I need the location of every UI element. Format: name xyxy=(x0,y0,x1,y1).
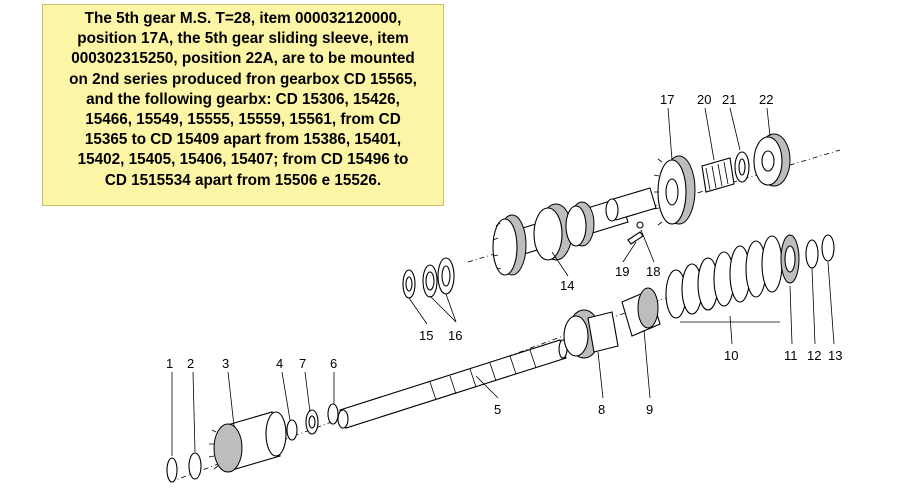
note-line: CD 1515534 apart from 15506 e 15526. xyxy=(104,171,382,189)
callout-9: 9 xyxy=(646,402,653,417)
callout-12: 12 xyxy=(807,348,821,363)
callout-6: 6 xyxy=(330,356,337,371)
note-line: 15402, 15405, 15406, 15407; from CD 1549… xyxy=(77,151,409,169)
note-line: on 2nd series produced fron gearbox CD 1… xyxy=(69,70,417,88)
callout-21: 21 xyxy=(722,92,736,107)
callout-8: 8 xyxy=(598,402,605,417)
callout-11: 11 xyxy=(784,348,798,363)
callout-10: 10 xyxy=(724,348,738,363)
callout-19: 19 xyxy=(615,264,629,279)
note-line: 000302315250, position 22A, are to be mo… xyxy=(71,50,415,68)
callout-7: 7 xyxy=(299,356,306,371)
callout-18: 18 xyxy=(646,264,660,279)
callout-numbers: 1 2 3 4 7 6 5 8 9 10 11 12 13 14 15 16 1… xyxy=(166,92,842,417)
note-line: The 5th gear M.S. T=28, item 00003212000… xyxy=(84,10,402,27)
needle-bearing-20 xyxy=(701,157,735,193)
callout-22: 22 xyxy=(759,92,773,107)
note-line: 15365 to CD 15409 apart from 15386, 1540… xyxy=(84,131,402,149)
note-line: 15466, 15549, 15555, 15559, 15561, from … xyxy=(85,111,401,129)
callout-3: 3 xyxy=(222,356,229,371)
callout-15: 15 xyxy=(419,328,433,343)
callout-1: 1 xyxy=(166,356,173,371)
callout-2: 2 xyxy=(187,356,194,371)
ring-4 xyxy=(286,419,298,441)
spring-pack-10 xyxy=(665,235,783,319)
note-line: position 17A, the 5th gear sliding sleev… xyxy=(77,30,409,48)
callout-4: 4 xyxy=(276,356,283,371)
countershaft-assembly xyxy=(402,133,841,299)
callout-20: 20 xyxy=(697,92,711,107)
ring-6 xyxy=(327,403,339,425)
ring-2 xyxy=(188,452,202,480)
circlip-13 xyxy=(821,234,835,262)
leader-lines xyxy=(171,107,835,456)
mainshaft-assembly xyxy=(166,234,835,483)
service-note: The 5th gear M.S. T=28, item 00003212000… xyxy=(42,4,444,206)
callout-5: 5 xyxy=(494,402,501,417)
note-line: and the following gearbx: CD 15306, 1542… xyxy=(86,90,400,108)
callout-14: 14 xyxy=(560,278,574,293)
callout-17: 17 xyxy=(660,92,674,107)
washer-1 xyxy=(166,457,178,483)
callout-16: 16 xyxy=(448,328,462,343)
ring-12 xyxy=(805,239,819,269)
callout-13: 13 xyxy=(828,348,842,363)
pin-19 xyxy=(627,231,644,245)
